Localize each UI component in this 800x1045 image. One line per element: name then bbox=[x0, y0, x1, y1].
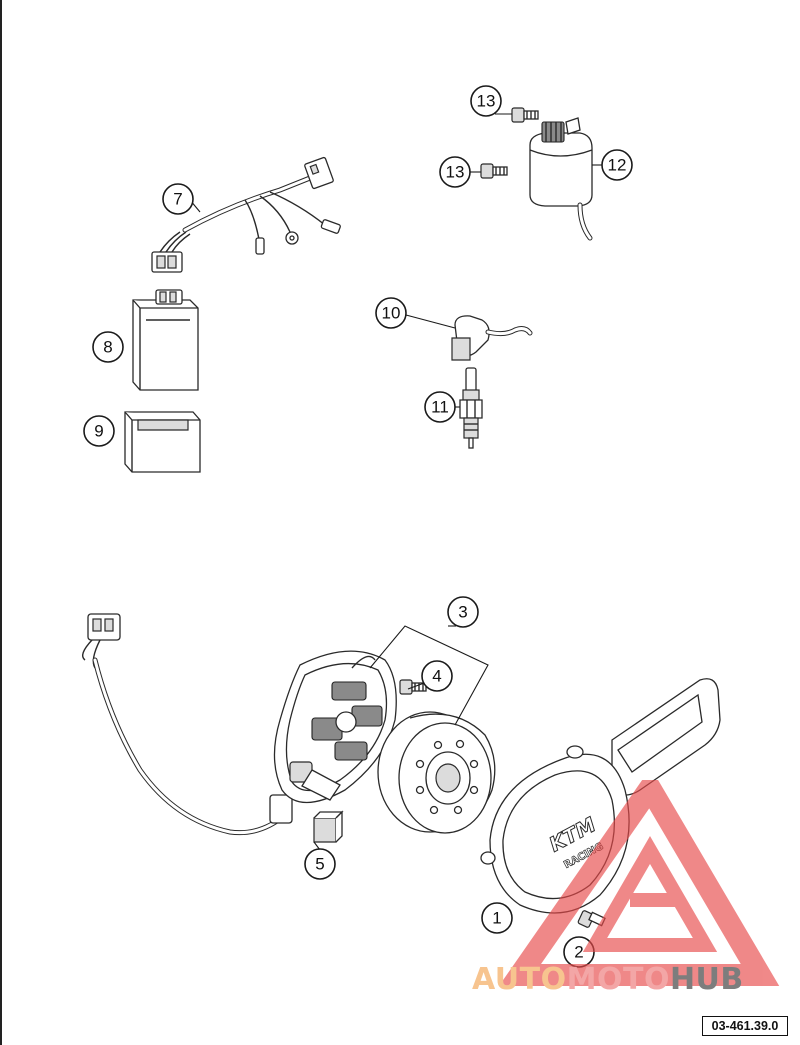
callout-5: 5 bbox=[304, 848, 336, 880]
callout-5-label: 5 bbox=[315, 855, 324, 874]
screw-13-upper bbox=[511, 107, 539, 123]
key-5 bbox=[313, 810, 344, 843]
callout-11-label: 11 bbox=[431, 398, 449, 417]
callout-1-label: 1 bbox=[492, 909, 501, 928]
callout-8-label: 8 bbox=[103, 338, 112, 357]
callout-7: 7 bbox=[162, 183, 194, 215]
callout-8: 8 bbox=[92, 331, 124, 363]
callout-13-upper: 13 bbox=[470, 85, 502, 117]
page-border-rule bbox=[0, 0, 2, 1045]
callout-10: 10 bbox=[375, 297, 407, 329]
wiring-harness-7 bbox=[151, 156, 341, 273]
screw-13-lower bbox=[480, 163, 508, 179]
spark-plug-connector-10 bbox=[451, 315, 533, 361]
callout-10-label: 10 bbox=[382, 304, 401, 323]
cdi-holder-9 bbox=[124, 411, 201, 473]
stator-assembly bbox=[82, 613, 397, 836]
callout-4-label: 4 bbox=[432, 667, 441, 686]
callout-4: 4 bbox=[421, 660, 453, 692]
watermark-text: AUTOMOTOHUB bbox=[472, 962, 792, 997]
spark-plug-11 bbox=[459, 367, 483, 449]
callout-3-label: 3 bbox=[458, 603, 467, 622]
callout-2-label: 2 bbox=[574, 943, 583, 962]
watermark-auto: AUTO bbox=[472, 962, 567, 997]
callout-9: 9 bbox=[83, 415, 115, 447]
callout-3: 3 bbox=[447, 596, 479, 628]
callout-7-label: 7 bbox=[173, 190, 182, 209]
drawing-number: 03-461.39.0 bbox=[702, 1016, 788, 1036]
callout-13-lower-label: 13 bbox=[446, 163, 465, 182]
callout-9-label: 9 bbox=[94, 422, 103, 441]
callout-11: 11 bbox=[424, 391, 456, 423]
callout-12: 12 bbox=[601, 149, 633, 181]
ignition-coil-12 bbox=[529, 117, 593, 241]
watermark-hub: HUB bbox=[669, 962, 744, 997]
callout-1: 1 bbox=[481, 902, 513, 934]
callout-13-upper-label: 13 bbox=[477, 92, 496, 111]
watermark-triangle-logo bbox=[498, 780, 780, 986]
callout-12-label: 12 bbox=[608, 156, 627, 175]
callout-13-lower: 13 bbox=[439, 156, 471, 188]
cdi-unit-8 bbox=[132, 289, 199, 391]
watermark-moto: MOTO bbox=[566, 962, 670, 997]
rotor-flywheel bbox=[377, 711, 496, 834]
group-3-bracket bbox=[369, 625, 489, 726]
